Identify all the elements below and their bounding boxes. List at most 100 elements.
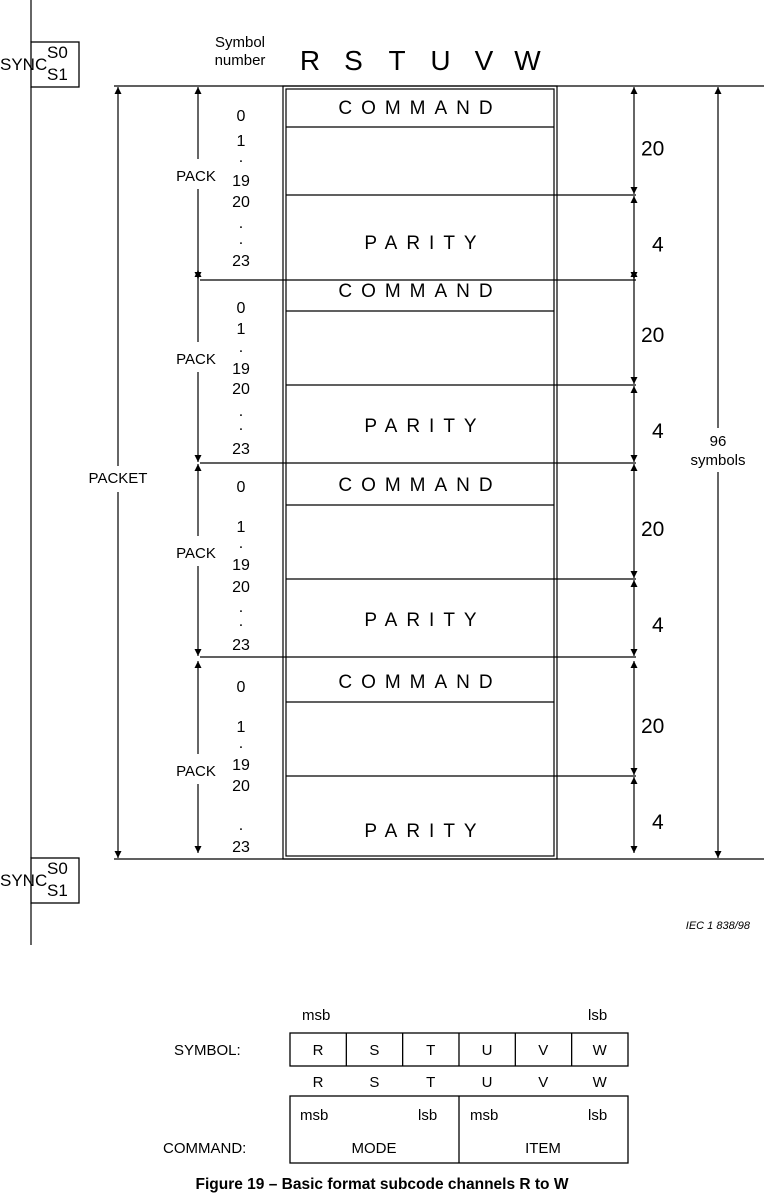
symbol-cells: RR SS TT UU VV WW: [313, 1033, 608, 1091]
lsb-label: lsb: [588, 1007, 607, 1024]
sync-s1-label: S1: [47, 881, 68, 900]
symbol-index-label: 19: [232, 361, 250, 378]
mode-lsb-label: lsb: [418, 1107, 437, 1124]
symbol-index-label: 23: [232, 253, 250, 270]
symbol-under-label: R: [313, 1074, 324, 1091]
pack-label: PACK: [176, 351, 216, 368]
channel-letter: S: [344, 45, 363, 76]
sync-label: SYNC: [0, 871, 47, 890]
symbol-index-label: 1: [237, 321, 246, 338]
command-count-label: 20: [641, 715, 664, 738]
symbol-index-label: .: [239, 599, 243, 616]
channel-letter: V: [475, 45, 494, 76]
command-label: COMMAND: [338, 672, 501, 693]
symbol-cell: V: [538, 1042, 548, 1059]
total-count-label: 96: [710, 433, 727, 450]
channel-letter: U: [430, 45, 450, 76]
command-count-label: 20: [641, 518, 664, 541]
command-label: COMMAND: [338, 281, 501, 302]
symbol-under-label: V: [538, 1074, 548, 1091]
symbol-cell: S: [369, 1042, 379, 1059]
iec-reference: IEC 1 838/98: [686, 920, 751, 932]
command-label: COMMAND: [338, 475, 501, 496]
symbol-under-label: W: [593, 1074, 608, 1091]
msb-label: msb: [302, 1007, 330, 1024]
symbol-under-label: U: [482, 1074, 493, 1091]
sync-block-top: SYNC S0 S1: [0, 41, 80, 88]
parity-label: PARITY: [364, 233, 485, 254]
pack-label: PACK: [176, 168, 216, 185]
symbol-index-label: .: [239, 339, 243, 356]
pack-block: COMMAND PARITY 0 1. 19 20.. 23 PACK 20 4: [176, 464, 664, 658]
symbol-table: SYMBOL: msb lsb RR SS TT UU VV WW: [174, 1007, 629, 1091]
item-label: ITEM: [525, 1140, 561, 1157]
packet-column-inner: [285, 88, 555, 857]
packet-label: PACKET: [89, 470, 148, 487]
channel-letter: W: [514, 45, 541, 76]
symbol-index-label: 20: [232, 579, 250, 596]
parity-label: PARITY: [364, 610, 485, 631]
command-count-label: 20: [641, 138, 664, 161]
symbol-index-label: 23: [232, 839, 250, 856]
symbol-index-label: .: [239, 613, 243, 630]
symbol-index-label: 0: [237, 479, 246, 496]
parity-label: PARITY: [364, 416, 485, 437]
sync-s0-label: S0: [47, 859, 68, 878]
symbol-index-label: 19: [232, 557, 250, 574]
figure-caption: Figure 19 – Basic format subcode channel…: [195, 1176, 569, 1193]
symbol-index-label: 20: [232, 194, 250, 211]
symbol-index-label: 1: [237, 519, 246, 536]
channel-letter: T: [388, 45, 405, 76]
symbol-index-label: 20: [232, 778, 250, 795]
symbol-index-label: 1: [237, 133, 246, 150]
symbol-cell: W: [593, 1042, 608, 1059]
symbol-index-label: .: [239, 231, 243, 248]
symbol-index-label: .: [239, 735, 243, 752]
packs: COMMANDPARITY01.1920..23PACK204COMMANDPA…: [176, 87, 664, 856]
sync-s0-label: S0: [47, 43, 68, 62]
symbol-index-label: 0: [237, 108, 246, 125]
symbol-index-label: 23: [232, 441, 250, 458]
parity-count-label: 4: [652, 420, 664, 443]
symbol-table-label: SYMBOL:: [174, 1042, 241, 1059]
sync-label: SYNC: [0, 55, 47, 74]
symbol-index-label: 19: [232, 757, 250, 774]
symbol-index-label: .: [239, 215, 243, 232]
sync-block-bottom: SYNC S0 S1: [0, 857, 80, 904]
symbol-index-label: 0: [237, 679, 246, 696]
symbol-cell: T: [426, 1042, 435, 1059]
symbol-under-label: T: [426, 1074, 435, 1091]
parity-count-label: 4: [652, 614, 664, 637]
symbol-index-label: 19: [232, 173, 250, 190]
command-label: COMMAND: [338, 98, 501, 119]
parity-count-label: 4: [652, 811, 664, 834]
symbol-under-label: S: [369, 1074, 379, 1091]
pack-label: PACK: [176, 545, 216, 562]
packet-column-outer: [282, 85, 558, 860]
item-msb-label: msb: [470, 1107, 498, 1124]
command-count-label: 20: [641, 324, 664, 347]
symbol-index-label: .: [239, 403, 243, 420]
symbol-index-label: .: [239, 149, 243, 166]
command-table-label: COMMAND:: [163, 1140, 246, 1157]
symbol-cell: U: [482, 1042, 493, 1059]
mode-msb-label: msb: [300, 1107, 328, 1124]
symbol-index-label: 0: [237, 300, 246, 317]
item-lsb-label: lsb: [588, 1107, 607, 1124]
symbol-index-label: 1: [237, 719, 246, 736]
symbol-index-label: 23: [232, 637, 250, 654]
pack-label: PACK: [176, 763, 216, 780]
symbol-cell: R: [313, 1042, 324, 1059]
parity-label: PARITY: [364, 821, 485, 842]
symbol-index-label: 20: [232, 381, 250, 398]
command-table: COMMAND: msb lsb msb lsb MODE ITEM: [163, 1095, 629, 1164]
symbol-index-label: .: [239, 417, 243, 434]
channel-letter: R: [300, 45, 320, 76]
mode-label: MODE: [352, 1140, 397, 1157]
pack-block: COMMAND PARITY 0 1. 19 20.. 23 PACK 20 4: [176, 270, 664, 464]
symbol-number-label: Symbol: [215, 34, 265, 51]
symbol-index-label: .: [239, 535, 243, 552]
